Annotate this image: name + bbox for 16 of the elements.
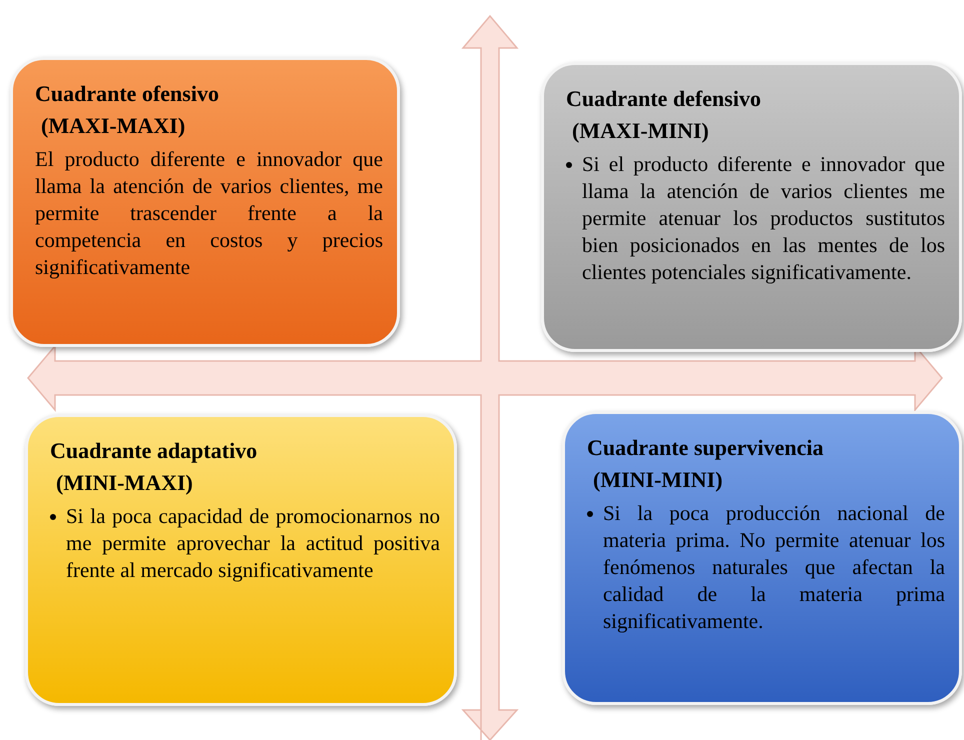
quadrant-heading: Cuadrante adaptativo (50, 437, 258, 465)
quadrant-heading: Cuadrante ofensivo (35, 80, 220, 108)
quadrant-subheading: (MINI-MAXI) (56, 469, 194, 497)
quadrant-box (541, 62, 962, 352)
quadrant-subheading: (MINI-MINI) (593, 466, 724, 494)
quadrant-box (25, 414, 457, 706)
quadrant-subheading: (MAXI-MAXI) (41, 112, 186, 140)
quadrant-description: Si la poca producción nacional de materia prima. No permite atenuar los fenómenos naturales que afectan la calidad de la materia prima significativamente. (603, 500, 945, 635)
quadrant-heading: Cuadrante supervivencia (587, 434, 824, 462)
quadrant-description: El producto diferente e innovador que llama la atención de varios clientes, me permite trascender frente a la competencia en costos y precios significativamente (35, 146, 383, 281)
quadrant-heading: Cuadrante defensivo (566, 85, 762, 113)
quadrant-subheading: (MAXI-MINI) (572, 117, 710, 145)
quadrant-description: Si la poca capacidad de promocionarnos no me permite aprovechar la actitud positiva frente al mercado significativamente (66, 503, 440, 584)
quadrant-description: Si el producto diferente e innovador que llama la atención de varios clientes me permite atenuar los productos sustitutos bien posicionados en las mentes de los clientes potenciales significativamente. (582, 151, 945, 286)
quadrant-box (562, 411, 962, 705)
quadrant-box (10, 57, 400, 347)
